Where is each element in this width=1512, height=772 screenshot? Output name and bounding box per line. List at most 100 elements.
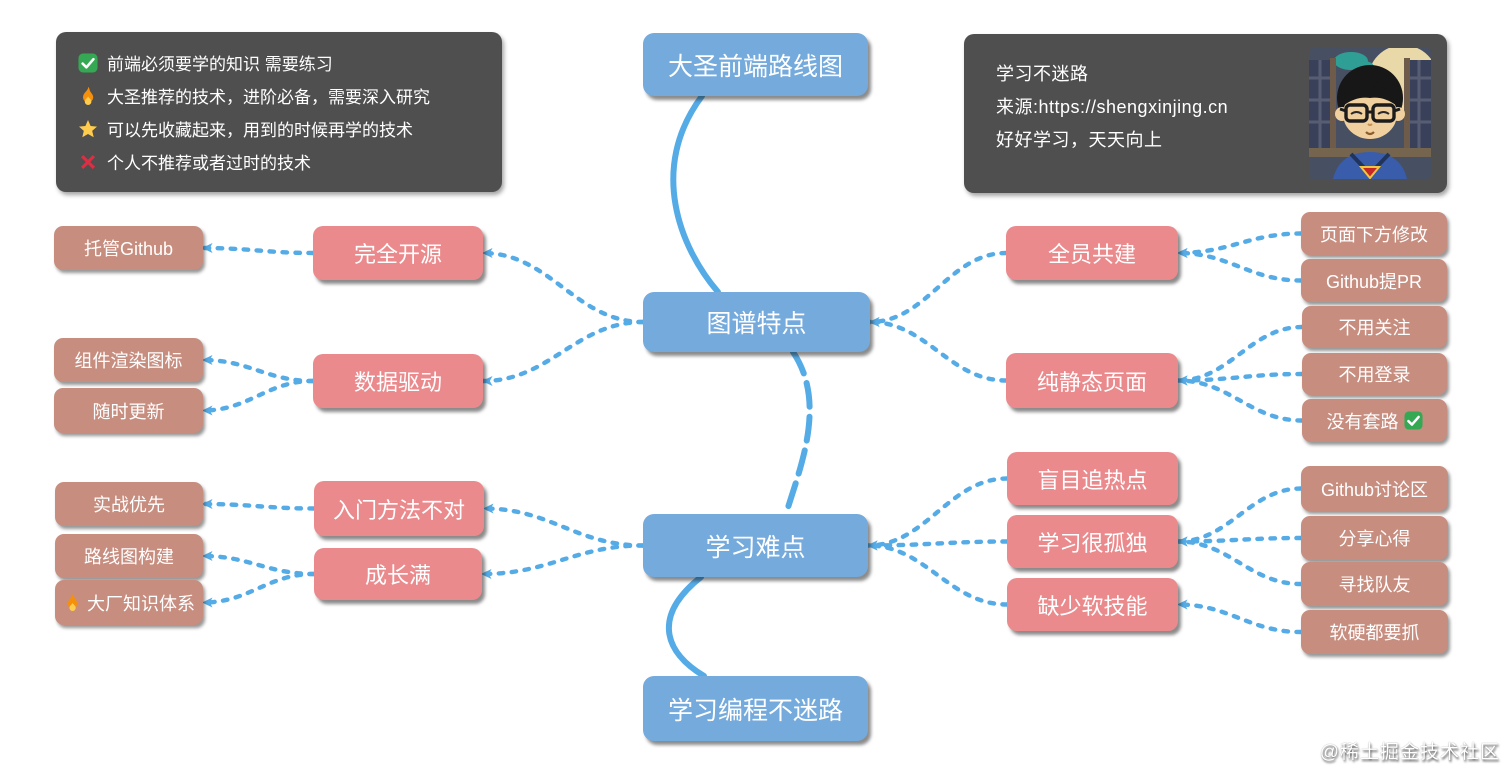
avatar-image xyxy=(1309,48,1431,179)
watermark: @稀土掘金技术社区 xyxy=(1319,742,1500,763)
mindmap-node-guanzhu[interactable]: 不用关注 xyxy=(1302,306,1447,348)
edge-tipr-quanyuan xyxy=(1175,248,1304,283)
edge-yemian-quanyuan xyxy=(1175,231,1304,258)
edge-chengzhang-dachang xyxy=(200,571,317,608)
edge-chunjingtai-tupu xyxy=(867,317,1009,383)
mindmap-node-mangmu[interactable]: 盲目追热点 xyxy=(1007,452,1178,505)
edge-chengzhang-luxiantu xyxy=(200,551,317,577)
mindmap-node-nandian[interactable]: 学习难点 xyxy=(643,514,868,577)
legend-item-text: 可以先收藏起来，用到的时候再学的技术 xyxy=(107,121,413,140)
legend-panel: 前端必须要学的知识 需要练习大圣推荐的技术，进阶必备，需要深入研究可以先收藏起来… xyxy=(56,32,502,192)
node-label: 学习编程不迷路 xyxy=(667,696,843,725)
edge-queshao-nandian xyxy=(865,540,1010,607)
node-label: 分享心得 xyxy=(1338,529,1411,549)
mindmap-node-luxiantu[interactable]: 路线图构建 xyxy=(55,534,203,578)
mindmap-node-fenxiang[interactable]: 分享心得 xyxy=(1301,516,1448,560)
mindmap-node-bottom[interactable]: 学习编程不迷路 xyxy=(643,676,868,741)
node-label: 学习难点 xyxy=(705,533,806,562)
edge-wanquan-tuoguan xyxy=(200,243,316,256)
legend-item-text: 大圣推荐的技术，进阶必备，需要深入研究 xyxy=(107,88,430,107)
node-label: 大圣前端路线图 xyxy=(667,52,843,81)
trunk-nandian-to-bottom xyxy=(665,574,707,679)
info-panel: 学习不迷路 来源:https://shengxinjing.cn 好好学习，天天… xyxy=(964,34,1447,193)
check-badge-icon xyxy=(78,53,98,73)
node-label: 图谱特点 xyxy=(706,310,807,338)
mindmap-node-shuju[interactable]: 数据驱动 xyxy=(313,354,483,408)
mindmap-node-tuoguan[interactable]: 托管Github xyxy=(54,226,203,270)
edge-tupu-wanquan xyxy=(480,248,646,325)
mindmap-node-suishi[interactable]: 随时更新 xyxy=(54,388,203,433)
info-source: 来源:https://shengxinjing.cn xyxy=(996,97,1229,117)
node-label: Github讨论区 xyxy=(1320,479,1429,500)
node-label: 页面下方修改 xyxy=(1320,224,1428,245)
edge-nandian-rumen xyxy=(481,503,646,548)
mindmap-node-zujian[interactable]: 组件渲染图标 xyxy=(54,338,203,382)
node-label: 入门方法不对 xyxy=(332,497,465,523)
mindmap-node-shizhan[interactable]: 实战优先 xyxy=(55,482,203,526)
fire-icon xyxy=(78,86,98,106)
node-label: 托管Github xyxy=(83,239,174,259)
edge-quanyuan-tupu xyxy=(867,250,1009,327)
mindmap-node-rumen[interactable]: 入门方法不对 xyxy=(314,481,484,536)
node-label: 盲目追热点 xyxy=(1037,467,1148,493)
edge-xunzhao-gudu xyxy=(1175,536,1304,587)
edge-ghtalk-gudu xyxy=(1175,486,1304,547)
edge-nandian-chengzhang xyxy=(479,543,646,579)
node-label: 组件渲染图标 xyxy=(74,351,183,371)
mindmap-node-denglu[interactable]: 不用登录 xyxy=(1302,353,1447,395)
mindmap-node-wanquan[interactable]: 完全开源 xyxy=(313,226,483,280)
node-label: 成长满 xyxy=(364,563,431,588)
mindmap-node-yemian[interactable]: 页面下方修改 xyxy=(1301,212,1447,255)
legend-item-text: 个人不推荐或者过时的技术 xyxy=(107,154,311,173)
star-icon xyxy=(78,119,98,139)
node-label: Github提PR xyxy=(1325,271,1423,292)
edge-mangmu-nandian xyxy=(865,476,1010,551)
trunk-root-to-tupu xyxy=(670,93,721,295)
mindmap-node-queshao[interactable]: 缺少软技能 xyxy=(1007,578,1178,631)
node-label: 数据驱动 xyxy=(353,370,442,395)
node-label: 完全开源 xyxy=(353,242,442,267)
node-label: 全员共建 xyxy=(1047,242,1136,267)
info-title: 学习不迷路 xyxy=(996,64,1089,84)
edge-tupu-shuju xyxy=(480,319,646,386)
node-label: 不用关注 xyxy=(1338,318,1411,338)
fire-icon xyxy=(63,593,82,612)
edge-taolu-chunjingtai xyxy=(1175,375,1305,423)
node-label: 缺少软技能 xyxy=(1037,593,1148,619)
edge-gudu-nandian xyxy=(865,539,1010,551)
mindmap-node-tipr[interactable]: Github提PR xyxy=(1301,259,1447,302)
node-label: 实战优先 xyxy=(93,495,165,515)
edge-rumen-shizhan xyxy=(200,499,317,511)
info-motto: 好好学习，天天向上 xyxy=(996,130,1163,150)
trunk-tupu-to-nandian xyxy=(783,349,813,517)
edge-shuju-zujian xyxy=(200,355,316,384)
mindmap-node-gudu[interactable]: 学习很孤独 xyxy=(1007,515,1178,568)
mindmap-node-tupu[interactable]: 图谱特点 xyxy=(643,292,870,352)
legend-item: 大圣推荐的技术，进阶必备，需要深入研究 xyxy=(78,83,480,108)
legend-item-text: 前端必须要学的知识 需要练习 xyxy=(107,55,333,74)
node-label: 没有套路 xyxy=(1326,411,1399,432)
mindmap-node-chunjingtai[interactable]: 纯静态页面 xyxy=(1006,353,1178,408)
node-label: 软硬都要抓 xyxy=(1329,623,1420,643)
node-label: 纯静态页面 xyxy=(1036,369,1147,395)
node-label: 路线图构建 xyxy=(84,547,174,567)
mindmap-node-chengzhang[interactable]: 成长满 xyxy=(314,548,482,600)
node-label: 学习很孤独 xyxy=(1037,530,1148,556)
node-label: 不用登录 xyxy=(1338,365,1411,385)
legend-item: 个人不推荐或者过时的技术 xyxy=(78,149,480,174)
cross-icon xyxy=(78,152,98,172)
node-label: 寻找队友 xyxy=(1338,575,1411,595)
mindmap-node-xunzhao[interactable]: 寻找队友 xyxy=(1301,562,1448,606)
legend-item: 前端必须要学的知识 需要练习 xyxy=(78,50,480,75)
node-label: 大厂知识体系 xyxy=(87,593,195,614)
mindmap-node-ruanying[interactable]: 软硬都要抓 xyxy=(1301,610,1448,654)
mindmap-node-taolu[interactable]: 没有套路 xyxy=(1302,399,1447,442)
node-label: 随时更新 xyxy=(92,401,165,422)
mindmap-node-dachang[interactable]: 大厂知识体系 xyxy=(55,580,203,625)
mindmap-node-root[interactable]: 大圣前端路线图 xyxy=(643,33,868,96)
mindmap-node-ghtalk[interactable]: Github讨论区 xyxy=(1301,466,1448,511)
mindmap-node-quanyuan[interactable]: 全员共建 xyxy=(1006,226,1178,280)
edge-shuju-suishi xyxy=(200,378,316,416)
